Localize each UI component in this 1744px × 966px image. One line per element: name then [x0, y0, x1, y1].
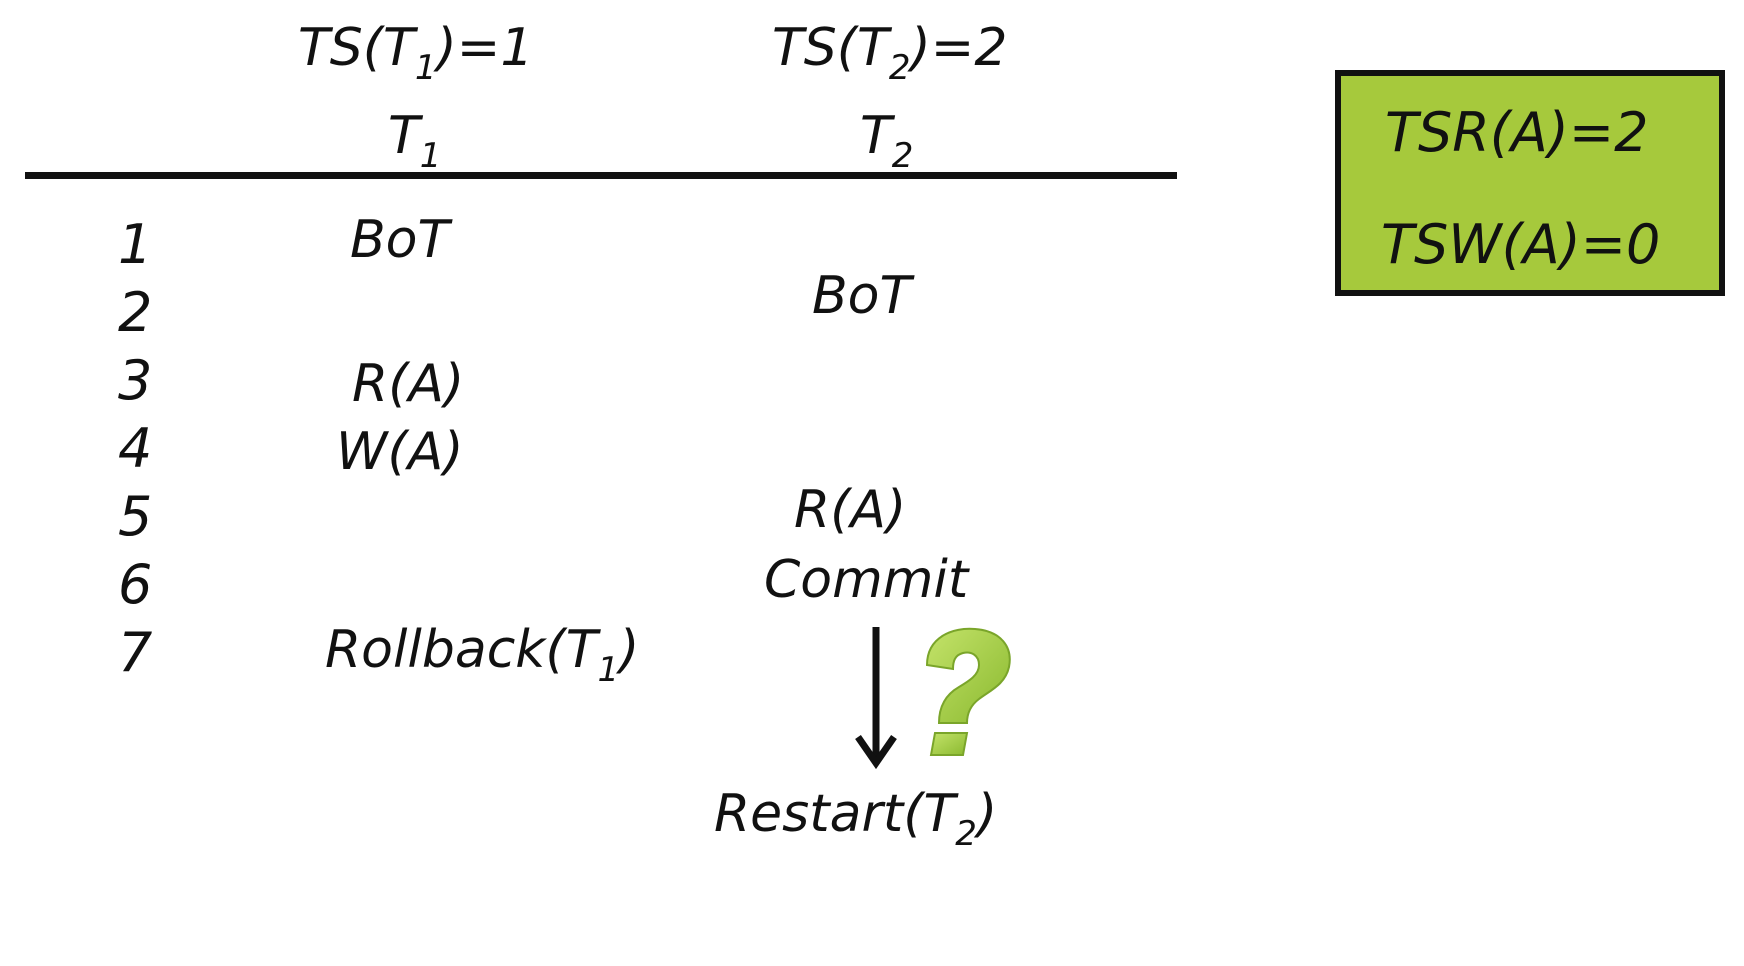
col-header-t2-sub: 2	[891, 136, 914, 176]
t2-bot: BoT	[812, 266, 912, 326]
t2-restart: Restart(T2)	[714, 788, 997, 851]
ts-t1-text: TS(T	[298, 18, 415, 78]
t1-rollback: Rollback(T1)	[325, 624, 639, 687]
t1-rollback-sub: 1	[597, 650, 620, 690]
question-mark-icon	[925, 627, 1011, 756]
header-divider	[25, 172, 1177, 179]
t2-restart-text: Restart(T	[714, 784, 956, 844]
tsw-value: TSW(A)=0	[1381, 213, 1661, 276]
col-header-t1-sub: 1	[419, 136, 442, 176]
ts-t1-sub: 1	[414, 48, 437, 88]
col-header-t2: T2	[860, 110, 913, 173]
row-number: 2	[118, 281, 153, 344]
t2-read: R(A)	[794, 480, 907, 540]
tsr-value: TSR(A)=2	[1385, 101, 1649, 164]
t1-bot: BoT	[350, 210, 450, 270]
ts-t2-sub: 2	[888, 48, 911, 88]
row-number: 5	[118, 485, 153, 548]
ts-t1-label: TS(T1)=1	[298, 22, 533, 85]
row-number: 7	[118, 621, 153, 684]
t2-restart-tail: )	[976, 784, 998, 844]
t1-rollback-tail: )	[619, 620, 640, 680]
ts-t2-tail: )=2	[910, 18, 1008, 78]
t1-read: R(A)	[352, 354, 465, 414]
down-arrow-icon	[855, 627, 897, 770]
col-header-t1-text: T	[388, 106, 420, 166]
row-number: 4	[118, 417, 153, 480]
ts-t1-tail: )=1	[436, 18, 534, 78]
ts-t2-label: TS(T2)=2	[772, 22, 1007, 85]
row-number: 3	[118, 349, 153, 412]
t1-write: W(A)	[336, 422, 464, 482]
col-header-t2-text: T	[860, 106, 892, 166]
col-header-t1: T1	[388, 110, 441, 173]
ts-t2-text: TS(T	[772, 18, 889, 78]
t2-restart-sub: 2	[955, 814, 977, 854]
t1-rollback-text: Rollback(T	[325, 620, 598, 680]
row-number: 6	[118, 553, 153, 616]
row-number: 1	[118, 213, 153, 276]
t2-commit: Commit	[764, 550, 969, 610]
timestamp-box: TSR(A)=2 TSW(A)=0	[1335, 70, 1725, 296]
